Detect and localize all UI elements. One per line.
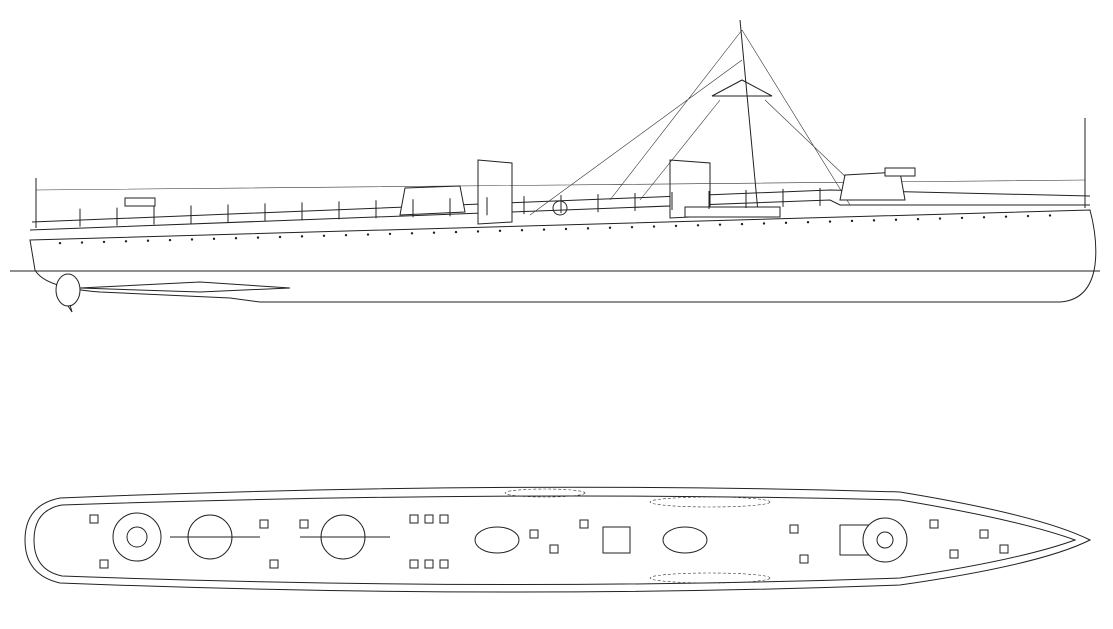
turret-inner <box>126 526 148 548</box>
porthole <box>564 227 568 231</box>
rigging-lines <box>35 29 1086 216</box>
porthole <box>1004 215 1008 218</box>
porthole <box>630 225 634 229</box>
funnel-fore-plan <box>662 526 708 554</box>
deck-hatch <box>979 529 989 539</box>
porthole <box>916 217 920 221</box>
deck-fittings-plan <box>89 514 1009 569</box>
porthole <box>652 225 656 228</box>
deck-hatch <box>949 549 959 559</box>
boat-starboard <box>649 572 771 584</box>
bow-gun <box>884 167 916 177</box>
bulwark-line <box>29 199 1090 231</box>
porthole <box>982 216 986 219</box>
deck-edge <box>33 495 1077 586</box>
porthole <box>102 240 106 244</box>
porthole <box>542 228 546 231</box>
propeller-shaft-bracket <box>79 281 291 293</box>
deck-hatch <box>424 514 434 524</box>
porthole <box>608 226 612 229</box>
side-profile-view <box>10 19 1100 313</box>
porthole <box>850 219 854 223</box>
porthole <box>410 232 414 235</box>
deck-hatch <box>439 559 449 569</box>
rail-line <box>31 189 1091 223</box>
porthole <box>80 241 84 244</box>
porthole <box>718 223 722 226</box>
porthole <box>872 219 876 222</box>
porthole <box>124 240 128 243</box>
hull-profile <box>29 209 1097 303</box>
portholes <box>58 214 1052 245</box>
porthole <box>300 235 304 238</box>
hull-plan-outline <box>24 486 1092 593</box>
wheel <box>552 200 568 216</box>
porthole <box>366 233 370 236</box>
porthole <box>278 235 282 239</box>
deck-hatch <box>999 544 1009 554</box>
porthole <box>894 218 898 221</box>
deck-hatch <box>424 559 434 569</box>
porthole <box>1048 214 1052 217</box>
deck-hatch <box>549 544 559 554</box>
deck-hatch <box>409 514 419 524</box>
porthole <box>960 216 964 220</box>
porthole <box>322 234 326 237</box>
porthole <box>740 222 744 226</box>
deckhouse <box>684 206 781 218</box>
porthole <box>168 238 172 242</box>
porthole <box>212 237 216 241</box>
porthole <box>828 220 832 223</box>
deck-hatch <box>529 529 539 539</box>
funnel-aft-plan <box>474 526 520 554</box>
deck-hatch <box>929 519 939 529</box>
porthole <box>190 238 194 241</box>
deck-hatch <box>269 559 279 569</box>
porthole <box>476 230 480 233</box>
porthole <box>234 237 238 240</box>
deck-hatch <box>579 519 589 529</box>
porthole <box>432 231 436 234</box>
turret-inner <box>876 531 894 549</box>
porthole <box>344 233 348 237</box>
porthole <box>256 236 260 239</box>
gun-turret-stern <box>112 512 162 562</box>
deck-hatch <box>89 514 99 524</box>
porthole <box>498 229 502 233</box>
gun-turret-bow <box>862 517 908 563</box>
porthole <box>58 241 62 245</box>
deck-hatch <box>789 524 799 534</box>
porthole <box>696 224 700 227</box>
deck-hatch <box>99 559 109 569</box>
boat-top <box>504 488 586 498</box>
deck-hatch <box>799 554 809 564</box>
deck-hatch <box>409 559 419 569</box>
rudder <box>55 273 81 307</box>
porthole <box>146 239 150 242</box>
porthole <box>938 217 942 220</box>
deck-hatch <box>299 519 309 529</box>
main-mast <box>739 19 759 213</box>
porthole <box>1026 214 1030 218</box>
porthole <box>806 221 810 224</box>
torpedo-tube-mount <box>399 185 466 216</box>
deck-plan-view <box>24 486 1092 593</box>
funnel-aft <box>477 159 513 225</box>
porthole <box>762 222 766 225</box>
porthole <box>674 224 678 228</box>
deck-hatch <box>259 519 269 529</box>
porthole <box>784 221 788 225</box>
engine-skylight <box>602 526 631 554</box>
deck-fittings <box>79 187 821 227</box>
porthole <box>454 230 458 234</box>
mast-yard <box>711 79 773 97</box>
propeller-blade <box>67 304 73 313</box>
boat-port <box>649 496 771 508</box>
porthole <box>520 229 524 232</box>
deck-hatch <box>439 514 449 524</box>
stern-gun <box>124 197 156 207</box>
porthole <box>388 232 392 236</box>
porthole <box>586 227 590 230</box>
